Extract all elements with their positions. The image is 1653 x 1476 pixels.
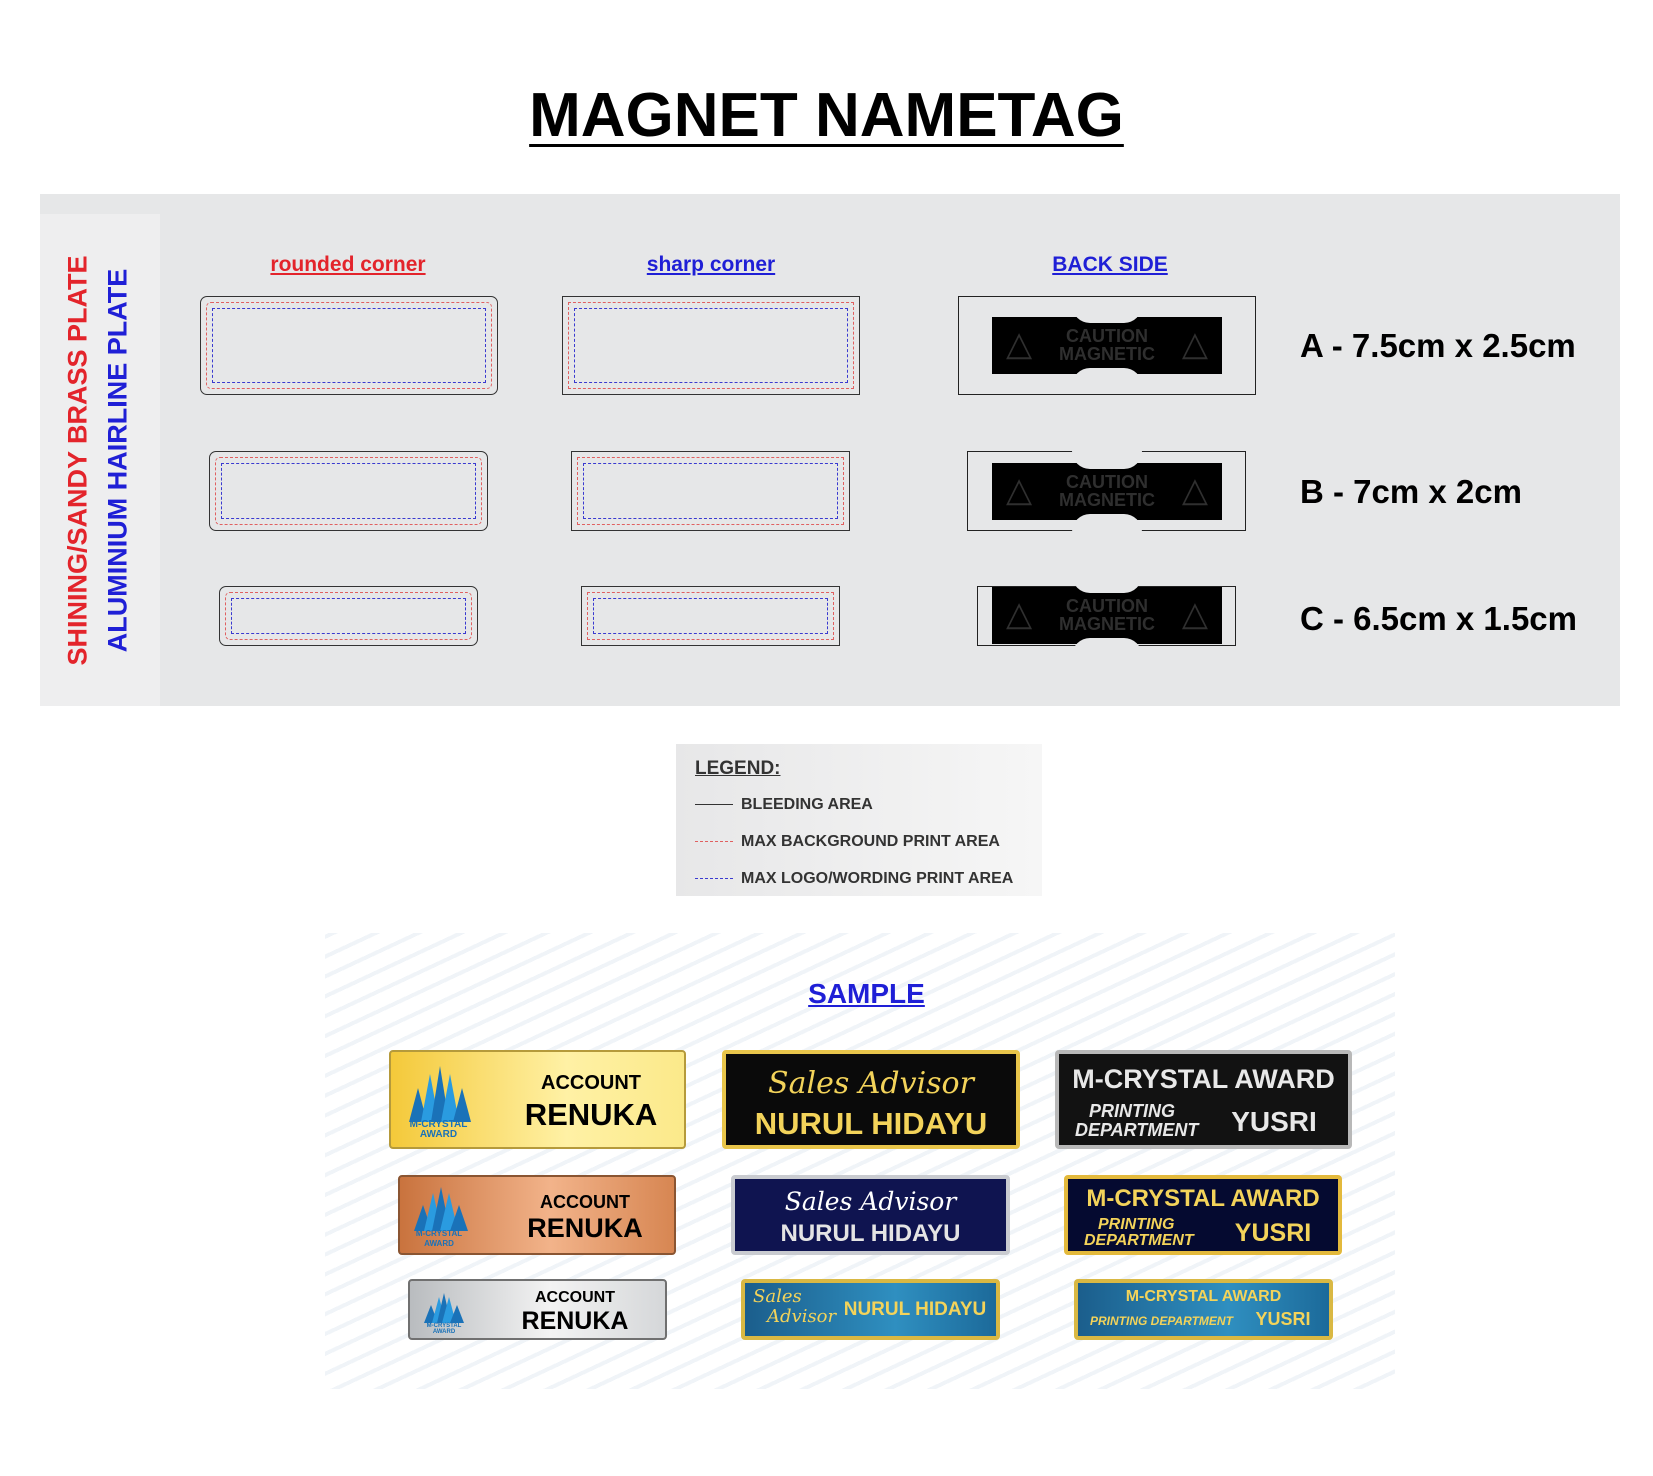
rounded-plate-b [209,451,488,531]
magnetic-text: MAGNETIC [1059,344,1155,364]
size-a-label: A - 7.5cm x 2.5cm [1300,327,1576,364]
magnetic-text: MAGNETIC [1059,490,1155,510]
solid-line-swatch [695,804,733,806]
rounded-corner-heading: rounded corner [270,253,426,276]
caution-text: CAUTION [1066,596,1148,616]
legend-title: LEGEND: [695,758,781,779]
legend-item-logo: MAX LOGO/WORDING PRINT AREA [695,870,1013,888]
size-b-label: B - 7cm x 2cm [1300,473,1522,510]
caution-text: CAUTION [1066,326,1148,346]
warning-triangle-icon: △ [1181,595,1208,633]
legend: LEGEND: BLEEDING AREA MAX BACKGROUND PRI… [676,744,1042,896]
plate-type-strip [40,214,160,706]
brass-plate-label: SHINING/SANDY BRASS PLATE [62,255,93,666]
warning-triangle-icon: △ [1006,325,1033,363]
warning-triangle-icon: △ [1006,595,1033,633]
sample-tag-blue-department: M-CRYSTAL AWARD PRINTING DEPARTMENT YUSR… [1074,1279,1333,1340]
sharp-plate-b [571,451,850,531]
caution-text: CAUTION [1066,472,1148,492]
aluminium-plate-label: ALUMINIUM HAIRLINE PLATE [102,268,133,653]
rounded-plate-c [219,586,478,646]
legend-item-bleeding: BLEEDING AREA [695,796,873,814]
blue-dashed-swatch [695,878,733,880]
sharp-plate-a [562,296,860,395]
warning-triangle-icon: △ [1181,325,1208,363]
sharp-corner-heading: sharp corner [646,253,776,276]
warning-triangle-icon: △ [1181,471,1208,509]
size-c-label: C - 6.5cm x 1.5cm [1300,600,1577,637]
sharp-plate-c [581,586,840,646]
rounded-plate-a [200,296,498,395]
sample-tag-black-sales: Sales Advisor NURUL HIDAYU [722,1050,1020,1149]
back-side-heading: BACK SIDE [1052,253,1168,276]
magnetic-text: MAGNETIC [1059,614,1155,634]
sample-tag-navy-sales: Sales Advisor NURUL HIDAYU [731,1175,1010,1255]
page-title: MAGNET NAMETAG [529,81,1124,150]
warning-triangle-icon: △ [1006,471,1033,509]
legend-item-background: MAX BACKGROUND PRINT AREA [695,833,1000,851]
sample-title: SAMPLE [808,978,925,1009]
red-dashed-swatch [695,841,733,843]
